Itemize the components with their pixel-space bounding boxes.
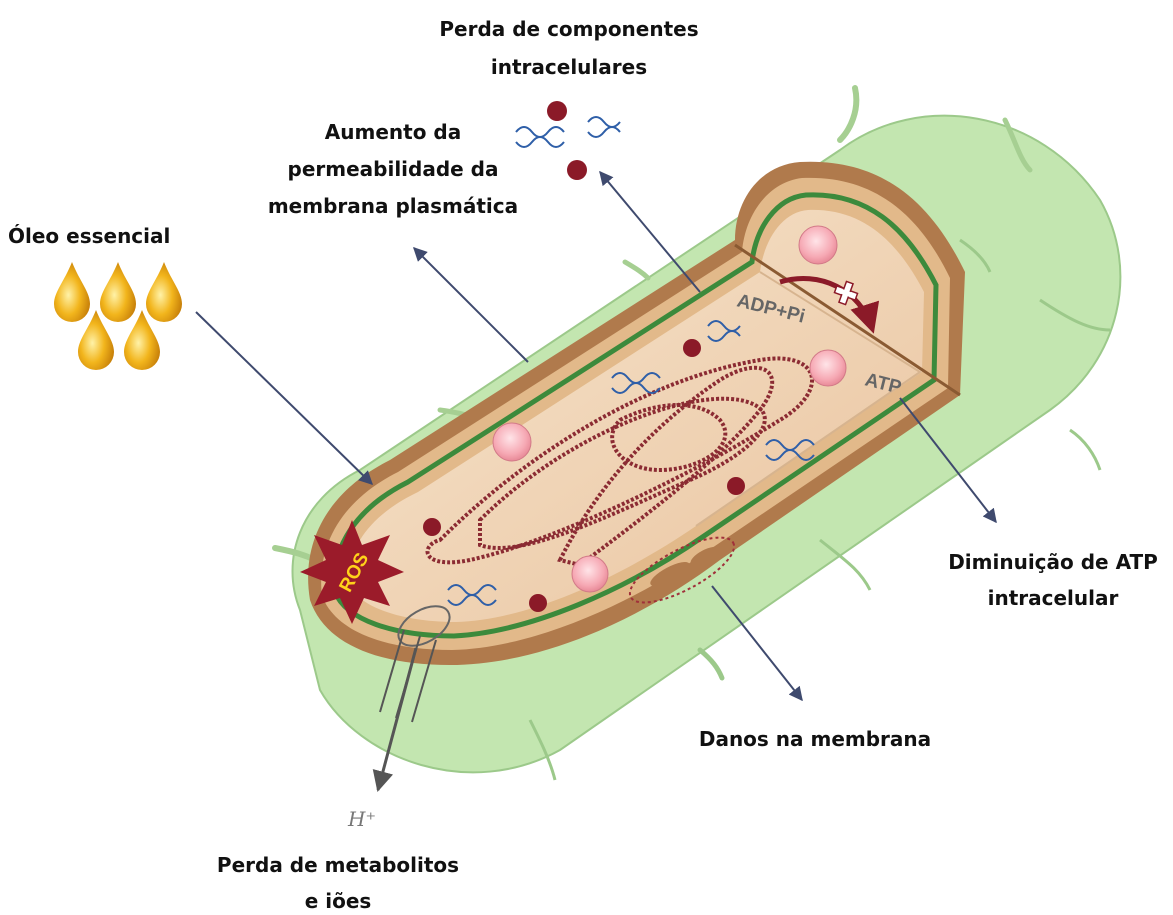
label-permeabilidade-line2: permeabilidade da (288, 157, 499, 181)
arrow-oleo (196, 312, 372, 484)
label-metabolitos-line1: Perda de metabolitos (217, 853, 459, 877)
label-atp-line2: intracelular (988, 586, 1119, 610)
label-perda-componentes-line1: Perda de componentes (439, 17, 698, 41)
arrow-perda-componentes (600, 172, 700, 292)
label-metabolitos-line2: e iões (305, 889, 372, 913)
arrow-permeabilidade (414, 248, 528, 362)
h-plus-label: H⁺ (347, 807, 376, 831)
essential-oil-droplets-icon (54, 262, 182, 370)
label-permeabilidade-line1: Aumento da (325, 120, 461, 144)
label-atp-line1: Diminuição de ATP (948, 550, 1158, 574)
label-oleo-essencial: Óleo essencial (8, 224, 170, 248)
label-danos-membrana: Danos na membrana (699, 727, 931, 751)
label-permeabilidade-line3: membrana plasmática (268, 194, 518, 218)
label-perda-componentes-line2: intracelulares (491, 55, 647, 79)
